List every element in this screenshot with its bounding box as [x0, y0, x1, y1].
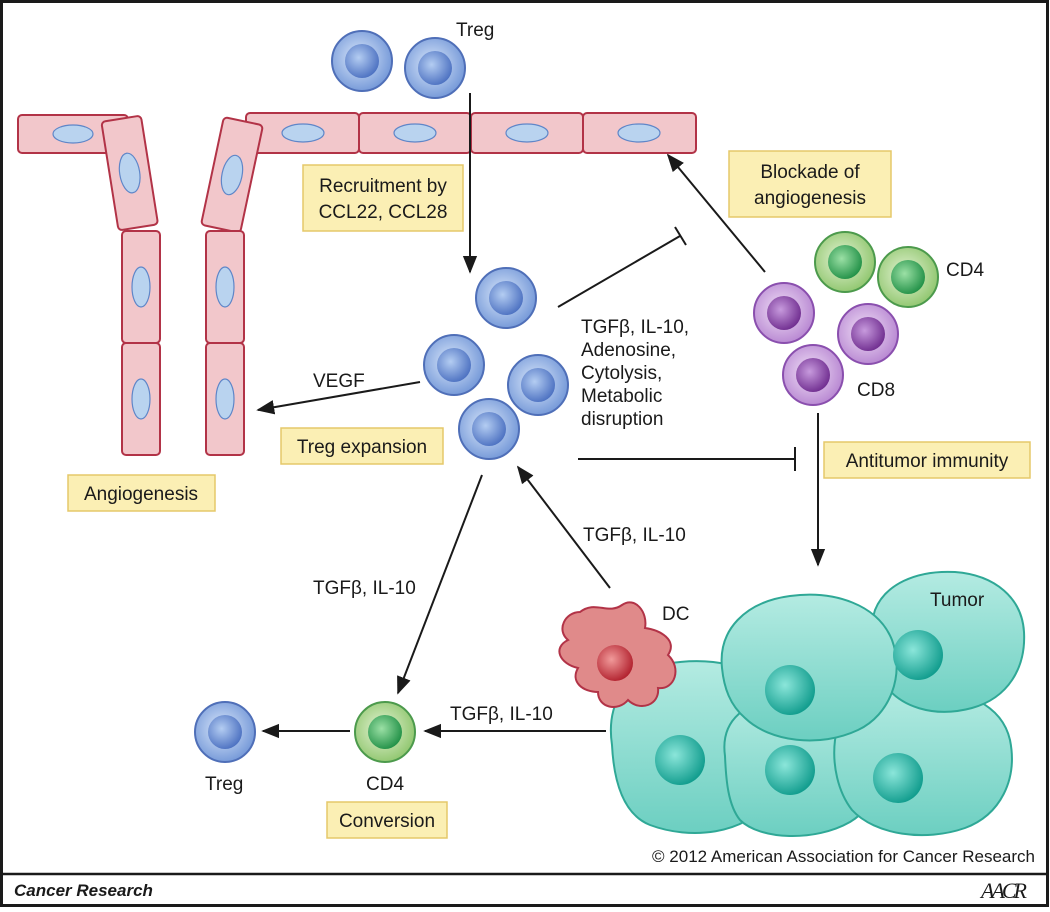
angiogenesis-label: Angiogenesis	[84, 484, 198, 505]
recruitment-box	[302, 164, 464, 232]
angiogenesis-box	[67, 474, 216, 512]
blockade-arrow	[666, 153, 766, 273]
journal-name: Cancer Research	[14, 881, 153, 900]
vegf-arrow	[256, 381, 421, 415]
mediators-text: TGFβ, IL-10, Adenosine, Cytolysis, Metab…	[581, 317, 689, 430]
antitumor-label: Antitumor immunity	[846, 451, 1009, 472]
blockade-line-1: Blockade of	[760, 162, 860, 183]
dendritic-cell	[558, 601, 677, 708]
cd8-label: CD8	[857, 380, 895, 401]
blockade-box	[728, 150, 892, 218]
vegf-label: VEGF	[313, 371, 365, 392]
vessel-right-column	[200, 116, 264, 456]
inhibit-blockade-bar	[674, 226, 687, 246]
conversion-box	[326, 801, 448, 839]
copyright-text: © 2012 American Association for Cancer R…	[652, 847, 1035, 866]
tgfb-dc-label: TGFβ, IL-10	[583, 525, 686, 546]
cd4-top-label: CD4	[946, 260, 984, 281]
vessel-left-column	[100, 115, 161, 456]
treg-top-label: Treg	[456, 20, 494, 41]
cd4-bottom-label: CD4	[366, 774, 404, 795]
svg-text:TGFβ, IL-10,: TGFβ, IL-10,	[581, 317, 689, 338]
vessel-top-row	[245, 112, 697, 154]
tumor-mass	[609, 570, 1026, 837]
treg-to-cd4-arrow	[397, 474, 483, 695]
cd4-bottom-cell	[354, 701, 416, 763]
svg-text:Cytolysis,: Cytolysis,	[581, 363, 662, 384]
svg-text:Metabolic: Metabolic	[581, 386, 662, 407]
treg-expansion-box	[280, 427, 444, 465]
antitumor-box	[823, 441, 1031, 479]
blood-vessels	[17, 112, 697, 456]
arrows	[256, 93, 826, 739]
svg-text:Adenosine,: Adenosine,	[581, 340, 676, 361]
inhibit-blockade-line	[557, 235, 681, 308]
svg-text:AACR: AACR	[979, 878, 1028, 903]
tumor-label: Tumor	[930, 590, 985, 611]
treg-bottom-label: Treg	[205, 774, 243, 795]
dc-to-treg-arrow	[516, 465, 611, 589]
recruitment-line-2: CCL22, CCL28	[319, 202, 448, 223]
blockade-line-2: angiogenesis	[754, 188, 866, 209]
svg-text:disruption: disruption	[581, 409, 663, 430]
treg-bottom-cell	[194, 701, 256, 763]
recruitment-line-1: Recruitment by	[319, 176, 447, 197]
conversion-label: Conversion	[339, 811, 435, 832]
tgfb-left-label: TGFβ, IL-10	[313, 578, 416, 599]
treg-expansion-label: Treg expansion	[297, 437, 427, 458]
tgfb-bottom-label: TGFβ, IL-10	[450, 704, 553, 725]
aacr-logo: AACR	[979, 878, 1031, 903]
label-boxes	[67, 150, 1031, 839]
dc-label: DC	[662, 604, 689, 625]
